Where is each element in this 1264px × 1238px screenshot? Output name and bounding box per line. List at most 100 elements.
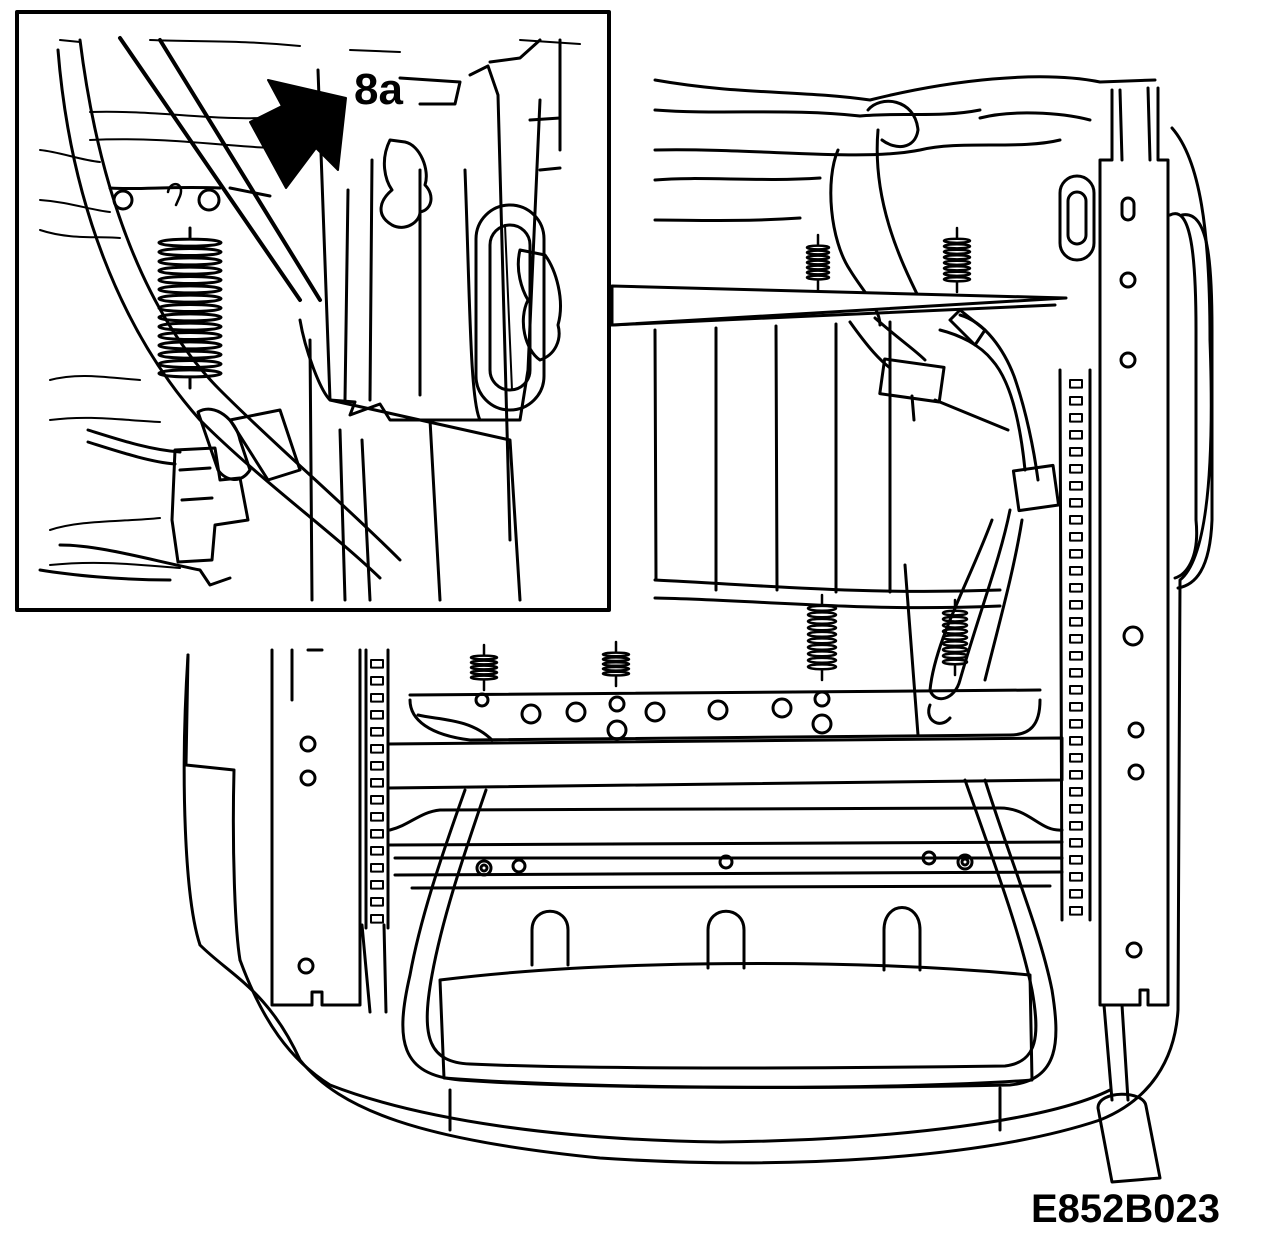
track-rung [370,676,384,686]
bottom-cushion-lower [448,1086,1002,1132]
detail-inset [15,10,611,612]
track-rung [1069,583,1083,593]
front-cross-tube [408,688,1042,742]
top-padding-edge-4 [653,176,822,182]
left-rail-lower [360,923,388,1014]
track-rung [370,659,384,669]
coil-spring [157,226,223,390]
grease-blob [379,138,433,229]
seat-cushion-inner-edge [238,958,1112,1144]
right-side-cable-2 [1176,213,1214,590]
seat-cushion-left-bulge [184,653,242,962]
track-rung [370,727,384,737]
rail-slot [1058,174,1096,262]
bottom-cushion-pad [438,962,1034,1089]
track-rung [1069,481,1083,491]
top-padding-edge-5 [653,216,802,222]
top-padding-edge-2 [653,108,982,118]
coil-spring [601,640,631,688]
inset-spring [157,226,223,390]
track-rung [1069,396,1083,406]
track-rung [1069,804,1083,814]
mid-panel-lines [610,303,1057,594]
figure-code: E852B023 [1030,1187,1220,1231]
track-rung [1069,515,1083,525]
lower-crossbar [388,806,1064,890]
track-rung [1069,430,1083,440]
track-rung [1069,617,1083,627]
callout-arrow [249,79,347,189]
track-rung [1069,821,1083,831]
slot-cutout [530,909,570,967]
right-track-ladder [1058,368,1092,922]
track-rung [370,897,384,907]
left-track-ladder [364,648,390,930]
track-rung [1069,600,1083,610]
track-rung [370,914,384,924]
track-rung [370,795,384,805]
coil-spring [805,233,831,292]
track-rung [1069,532,1083,542]
coil-spring [469,643,499,692]
slot-cutout [882,906,922,972]
top-padding-edge [653,75,1157,102]
track-rung [1069,838,1083,848]
track-rung [1069,668,1083,678]
track-rung [1069,872,1083,882]
track-rung [370,778,384,788]
track-rung [1069,498,1083,508]
wire-loop-handle-inner [425,778,1038,1070]
track-rung [370,863,384,873]
top-padding-edge-6 [978,111,1092,122]
track-rung [1069,906,1083,916]
track-rung [1069,736,1083,746]
track-rung [370,761,384,771]
inset-connector [38,408,302,587]
track-rung [370,693,384,703]
right-seat-rail [1058,86,1170,1007]
track-rung [1069,549,1083,559]
track-rung [1069,787,1083,797]
callout-pointer [610,284,1068,327]
track-rung [1069,566,1083,576]
bottom-cable-sleeve [1096,1092,1162,1184]
track-rung [370,710,384,720]
rail-slot-small [1120,196,1136,222]
upper-crossbar [653,578,1002,610]
harness-connector [878,357,946,404]
track-rung [1069,719,1083,729]
inset-cable [56,48,382,580]
callout-label: 8a [354,65,403,114]
track-rung [1069,685,1083,695]
track-rung [1069,413,1083,423]
harness-clip [1011,463,1061,513]
wire-loop-handle [401,778,1058,1089]
track-rung [370,812,384,822]
track-rung [370,829,384,839]
track-rung [1069,702,1083,712]
top-padding-edge-3 [653,138,1062,157]
track-rung [1069,889,1083,899]
track-rung [1069,447,1083,457]
rail-slot-inner [1066,190,1088,246]
track-rung [1069,379,1083,389]
coil-spring [942,226,972,294]
track-rung [1069,634,1083,644]
inset-rail-slot [474,203,546,412]
bottom-cable [1102,1003,1130,1102]
main-transverse-beam [386,736,1064,790]
track-rung [370,846,384,856]
grease-blob [516,248,562,362]
seat-underside-view [182,75,1214,1184]
left-seat-rail [270,648,362,1007]
track-rung [1069,651,1083,661]
track-rung [370,744,384,754]
wiring-harness [829,99,1061,737]
track-rung [1069,464,1083,474]
track-rung [1069,770,1083,780]
track-rung [370,880,384,890]
track-rung [1069,753,1083,763]
inset-cable-sleeve [196,407,252,481]
slot-cutout [706,909,746,970]
